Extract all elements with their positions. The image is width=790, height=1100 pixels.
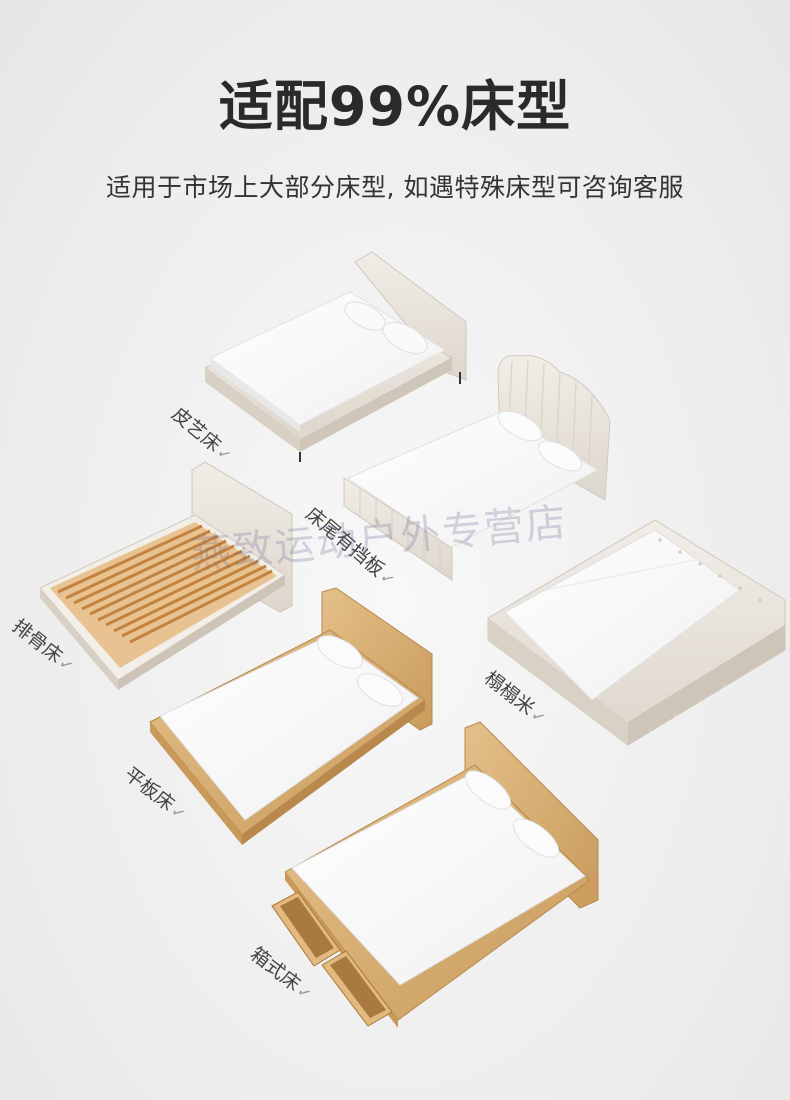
slats bbox=[57, 524, 273, 644]
storage-drawer-1 bbox=[271, 891, 341, 967]
bed-footboard bbox=[343, 354, 611, 581]
bed-storage bbox=[271, 721, 599, 1028]
bed-slatted bbox=[39, 461, 293, 690]
bed-upholstered bbox=[204, 251, 467, 462]
storage-drawer-2 bbox=[321, 950, 393, 1027]
page-subtitle: 适用于市场上大部分床型, 如遇特殊床型可咨询客服 bbox=[106, 173, 684, 202]
bed-tatami bbox=[487, 519, 786, 746]
bed-platform bbox=[149, 587, 433, 845]
page-title: 适配99%床型 bbox=[218, 75, 572, 138]
